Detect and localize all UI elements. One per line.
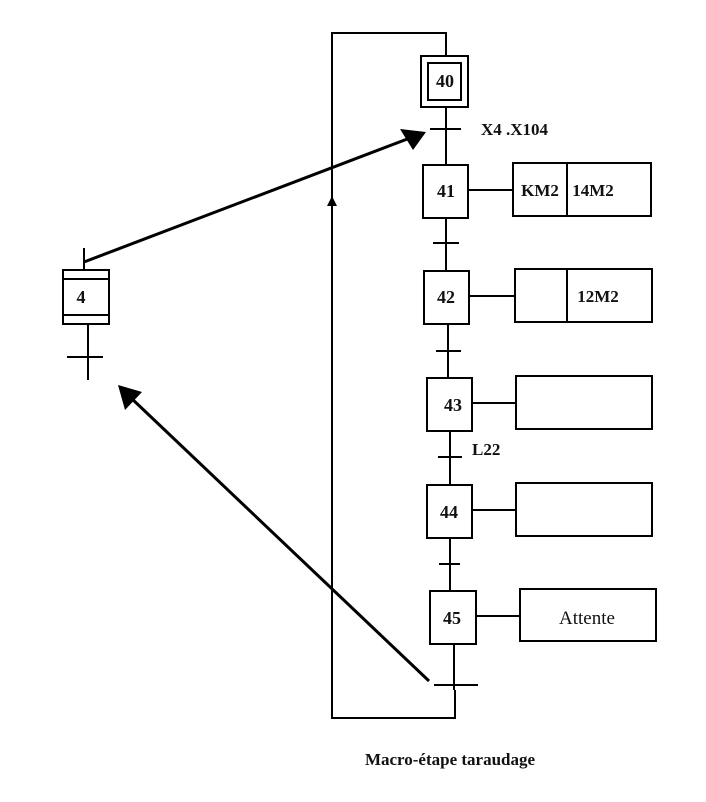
step-43-label: 43 [444, 395, 462, 415]
action-41-b: 14M2 [572, 181, 614, 200]
arrowhead-icon [118, 385, 142, 410]
arrowhead-icon [400, 129, 426, 150]
loop-arrow-icon [327, 196, 337, 206]
action-box-41 [512, 162, 652, 217]
action-41-a: KM2 [521, 181, 559, 200]
action-42-b: 12M2 [577, 287, 619, 306]
macro-step-4 [62, 269, 110, 325]
action-box-43 [515, 375, 653, 430]
macro-step-4-label: 4 [77, 287, 86, 307]
step-42-label: 42 [437, 287, 455, 307]
step-40-outer [420, 55, 469, 108]
step-40-inner [427, 62, 462, 101]
transition-43-condition: L22 [472, 440, 500, 459]
step-40-label: 40 [436, 71, 454, 91]
step-44-label: 44 [440, 502, 458, 522]
action-box-45 [519, 588, 657, 642]
step-45-label: 45 [443, 608, 461, 628]
action-box-42 [514, 268, 653, 323]
arrow-from-step-45 [128, 395, 431, 683]
loop-return-line [331, 32, 456, 719]
transition-40-condition: X4 .X104 [481, 120, 549, 139]
arrow-to-step-40 [83, 136, 411, 264]
step-42 [423, 270, 470, 325]
diagram-caption: Macro-étape taraudage [364, 750, 536, 769]
action-45: Attente [559, 608, 615, 629]
step-41-label: 41 [437, 181, 455, 201]
action-box-44 [515, 482, 653, 537]
